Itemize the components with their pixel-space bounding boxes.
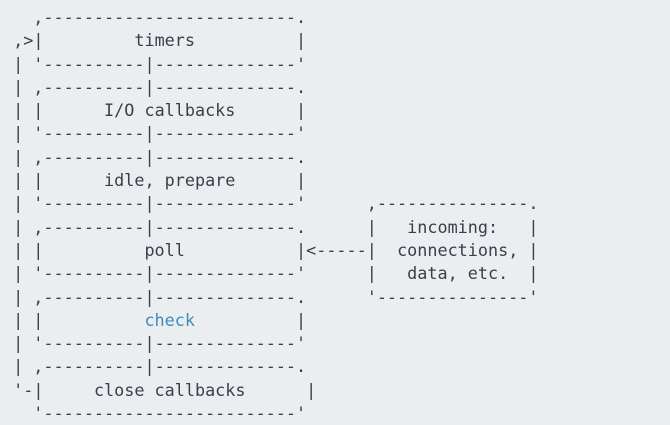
connector-idle-poll: | bbox=[144, 193, 155, 214]
phase-row-io: | | bbox=[3, 100, 105, 121]
connector-close-top: | bbox=[144, 356, 155, 377]
ascii-art-canvas: ,-------------------------. ,>| timers |… bbox=[3, 7, 539, 424]
phase-row-check: | | bbox=[3, 309, 145, 330]
phase-label-check[interactable]: check bbox=[144, 309, 195, 330]
connector-poll-top: | bbox=[144, 216, 155, 237]
connector-poll-check: | bbox=[144, 263, 155, 284]
side-note-line-2: connections, bbox=[397, 239, 519, 260]
connector-timers-io: | bbox=[144, 53, 155, 74]
side-note-line-1: incoming: bbox=[407, 216, 499, 237]
loop-return-arrow: '- bbox=[3, 379, 34, 400]
connector-check-close: | bbox=[144, 333, 155, 354]
phase-row-close: | bbox=[33, 379, 94, 400]
phase-row-idle: | | bbox=[3, 170, 105, 191]
poll-incoming-arrow: |<-----| bbox=[296, 239, 377, 260]
connector-check-top: | bbox=[144, 286, 155, 307]
row-00: ,-------------------------. bbox=[33, 7, 307, 27]
connector-io-top: | bbox=[144, 76, 155, 97]
event-loop-diagram: Node.js event loop phases diagram ,-----… bbox=[13, 7, 539, 424]
side-note-line-3: data, etc. bbox=[407, 263, 509, 284]
phase-row-timers: | bbox=[33, 30, 135, 51]
phase-label-timers[interactable]: timers bbox=[134, 30, 195, 51]
connector-idle-top: | bbox=[144, 146, 155, 167]
phase-label-io-callbacks[interactable]: I/O callbacks bbox=[104, 100, 236, 121]
phase-label-close-callbacks[interactable]: close callbacks bbox=[93, 379, 246, 400]
phase-label-poll[interactable]: poll bbox=[144, 239, 185, 260]
phase-label-idle-prepare[interactable]: idle, prepare bbox=[104, 170, 236, 191]
connector-io-idle: | bbox=[144, 123, 155, 144]
phase-row-poll: | | bbox=[3, 239, 145, 260]
loop-entry-arrow: ,> bbox=[3, 30, 34, 51]
